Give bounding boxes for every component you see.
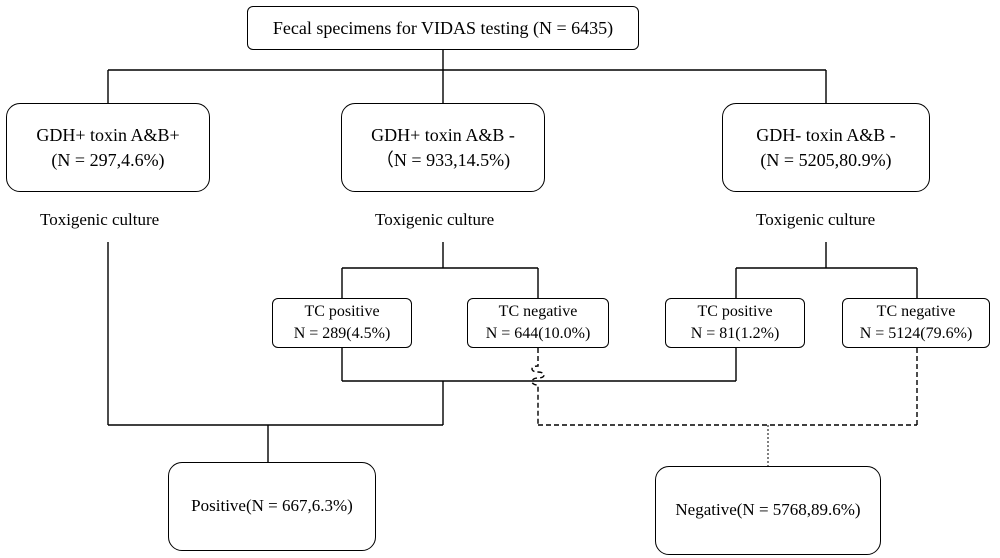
- group-node-gdh-neg-toxin-neg: GDH- toxin A&B - (N = 5205,80.9%): [722, 103, 930, 192]
- connector-tc-2-dashed: [531, 348, 545, 425]
- tc-1-title: TC positive: [304, 303, 380, 321]
- group-3-title: GDH- toxin A&B -: [756, 125, 896, 146]
- positive-outcome-node: Positive(N = 667,6.3%): [168, 462, 376, 551]
- group-2-title: GDH+ toxin A&B -: [371, 125, 515, 146]
- group-node-gdh-pos-toxin-pos: GDH+ toxin A&B+ (N = 297,4.6%): [6, 103, 210, 192]
- tc-3-count: N = 81(1.2%): [690, 325, 780, 342]
- culture-label-2: Toxigenic culture: [375, 210, 495, 229]
- tc-node-1: TC positive N = 289(4.5%): [272, 298, 412, 348]
- tc-node-4: TC negative N = 5124(79.6%): [842, 298, 990, 348]
- group-1-title: GDH+ toxin A&B+: [36, 125, 180, 146]
- culture-label-3: Toxigenic culture: [756, 210, 876, 229]
- tc-2-count: N = 644(10.0%): [485, 325, 591, 342]
- negative-outcome-label: Negative(N = 5768,89.6%): [675, 500, 861, 520]
- group-3-count: (N = 5205,80.9%): [760, 149, 892, 170]
- group-node-gdh-pos-toxin-neg: GDH+ toxin A&B - （N = 933,14.5%): [341, 103, 545, 192]
- culture-label-1: Toxigenic culture: [40, 210, 160, 229]
- tc-node-2: TC negative N = 644(10.0%): [467, 298, 609, 348]
- negative-outcome-node: Negative(N = 5768,89.6%): [655, 466, 881, 555]
- tc-2-title: TC negative: [498, 303, 578, 321]
- tc-1-count: N = 289(4.5%): [293, 325, 391, 342]
- tc-3-title: TC positive: [697, 303, 773, 321]
- tc-4-title: TC negative: [876, 303, 956, 321]
- tc-4-count: N = 5124(79.6%): [859, 325, 973, 342]
- positive-outcome-label: Positive(N = 667,6.3%): [191, 496, 353, 516]
- group-2-count: （N = 933,14.5%): [375, 149, 511, 170]
- root-node: Fecal specimens for VIDAS testing (N = 6…: [247, 6, 639, 50]
- tc-node-3: TC positive N = 81(1.2%): [665, 298, 805, 348]
- group-1-count: (N = 297,4.6%): [51, 149, 165, 170]
- root-label: Fecal specimens for VIDAS testing (N = 6…: [272, 17, 614, 38]
